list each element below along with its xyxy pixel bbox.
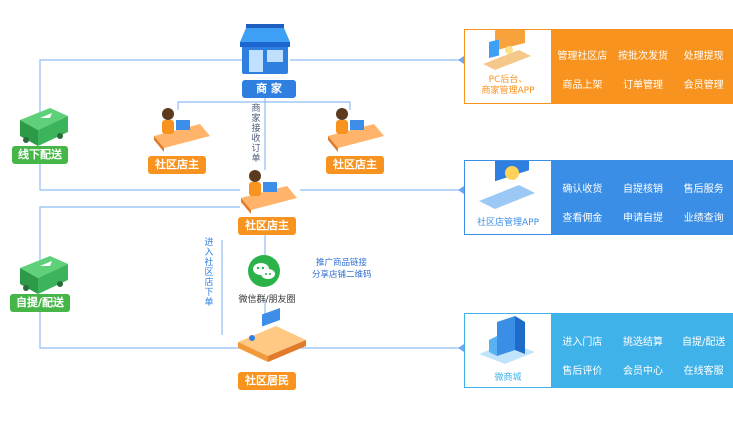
feature-item: 确认收货 xyxy=(562,184,603,195)
offline-delivery-label: 线下配送 xyxy=(12,146,68,164)
merchant-receives-order-text: 商家接收订单 xyxy=(251,104,261,164)
feature-item: 业绩查询 xyxy=(683,213,724,224)
panel-pc-backend-caption-1: PC后台、 xyxy=(488,75,528,85)
feature-item: 订单管理 xyxy=(622,80,663,91)
feature-item: 售后服务 xyxy=(683,184,724,195)
store-owner-center-label: 社区店主 xyxy=(238,217,296,235)
feature-item: 会员管理 xyxy=(683,80,724,91)
residents-store-icon xyxy=(238,307,306,362)
feature-item: 进入门店 xyxy=(562,337,603,348)
panel-micro-mall-features: 进入门店 挑选结算 自提/配送 售后评价 会员中心 在线客服 xyxy=(552,333,733,377)
panel-pc-backend-caption-2: 商家管理APP xyxy=(481,86,535,96)
feature-item: 商品上架 xyxy=(562,80,603,91)
feature-item: 自提核销 xyxy=(622,184,663,195)
feature-item: 管理社区店 xyxy=(557,51,608,62)
store-owner-icon xyxy=(154,108,210,152)
feature-item: 挑选结算 xyxy=(622,337,663,348)
store-owner-icon xyxy=(328,108,384,152)
panel-pc-backend-icon-area xyxy=(464,23,552,104)
panel-store-app-features: 确认收货 自提核销 售后服务 查看佣金 申请自提 业绩查询 xyxy=(552,180,733,224)
share-qrcode-text: 分享店铺二维码 xyxy=(312,270,372,280)
panel-micro-mall-caption: 微商城 xyxy=(494,373,522,383)
panel-micro-mall: 微商城 进入门店 挑选结算 自提/配送 售后评价 会员中心 在线客服 xyxy=(464,313,733,388)
promote-link-text: 推广商品链接 xyxy=(316,258,368,268)
residents-label: 社区居民 xyxy=(238,372,296,390)
panel-store-app-features-bg xyxy=(552,160,733,235)
feature-item: 申请自提 xyxy=(622,213,663,224)
store-owner-left-label: 社区店主 xyxy=(148,156,206,174)
building-icon xyxy=(479,316,535,364)
panel-store-app-caption: 社区店管理APP xyxy=(476,218,539,228)
panel-pc-backend: PC后台、 商家管理APP 管理社区店 按批次发货 处理提现 商品上架 订单管理… xyxy=(464,23,733,104)
feature-item: 自提/配送 xyxy=(681,337,726,348)
feature-item: 处理提现 xyxy=(683,51,724,62)
feature-item: 查看佣金 xyxy=(562,213,603,224)
shop-icon xyxy=(240,24,290,74)
store-owner-right-label: 社区店主 xyxy=(326,156,384,174)
truck-icon xyxy=(20,108,68,146)
truck-icon xyxy=(20,256,68,294)
enter-store-order-text: 进入社区店下单 xyxy=(204,238,214,308)
panel-micro-mall-icon-area xyxy=(464,313,552,388)
laptop-icon xyxy=(479,146,535,209)
wechat-label: 微信群/朋友圈 xyxy=(238,295,296,305)
panel-pc-backend-features: 管理社区店 按批次发货 处理提现 商品上架 订单管理 会员管理 xyxy=(552,47,733,91)
arrowheads xyxy=(458,56,464,352)
wechat-icon xyxy=(248,255,280,287)
feature-item: 会员中心 xyxy=(622,366,663,377)
feature-item: 在线客服 xyxy=(683,366,724,377)
feature-item: 售后评价 xyxy=(562,366,603,377)
merchant-label: 商 家 xyxy=(242,80,296,98)
panel-store-app: 社区店管理APP 确认收货 自提核销 售后服务 查看佣金 申请自提 业绩查询 xyxy=(464,146,733,235)
pickup-delivery-label: 自提/配送 xyxy=(10,294,70,312)
panel-pc-backend-features-bg xyxy=(552,29,733,104)
dashboard-icon xyxy=(483,23,531,70)
feature-item: 按批次发货 xyxy=(617,51,668,62)
panel-micro-mall-features-bg xyxy=(552,313,733,388)
store-owner-icon xyxy=(241,170,297,214)
